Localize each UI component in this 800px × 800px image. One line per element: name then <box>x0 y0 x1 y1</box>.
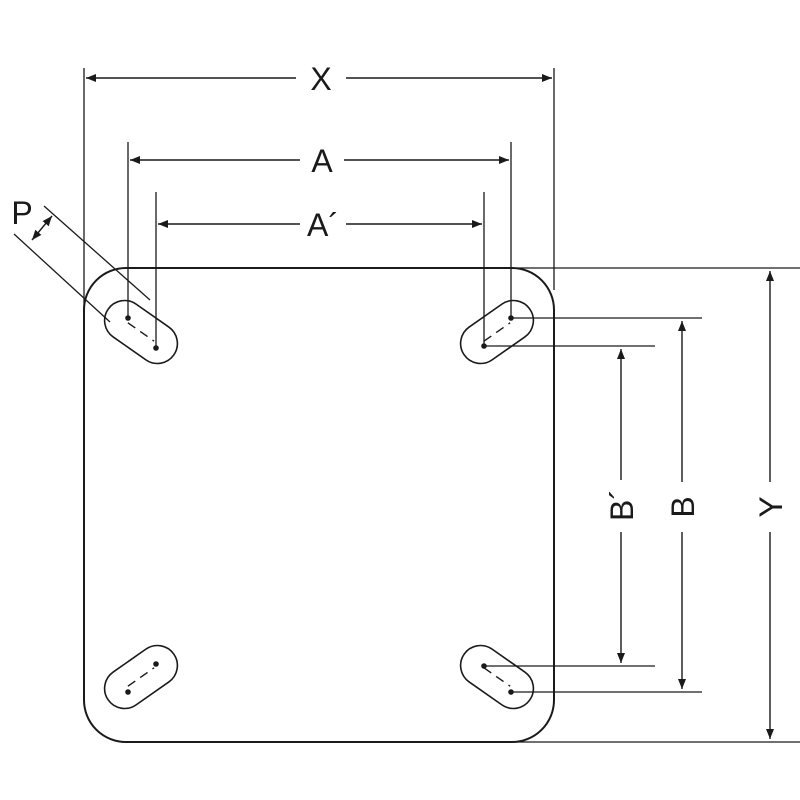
p-dimension-label: P <box>11 195 32 231</box>
slot-center-dot <box>153 661 159 667</box>
b-prime-dimension-label: B´ <box>604 489 640 521</box>
plate-outline <box>83 267 555 743</box>
p-dimension-line <box>31 215 53 241</box>
a-prime-dimension-label: A´ <box>307 207 339 243</box>
slot-top-left <box>95 291 187 373</box>
a-dimension-label: A <box>311 143 333 179</box>
slot-top-right <box>451 291 543 373</box>
x-dimension-label: X <box>310 61 331 97</box>
y-dimension-label: Y <box>753 496 789 517</box>
b-dimension-label: B <box>665 496 701 517</box>
slot-bottom-left <box>95 636 187 718</box>
slot-center-dot <box>153 345 159 351</box>
p-extension-lower <box>13 233 111 323</box>
slot-center-dot <box>125 315 131 321</box>
p-extension-upper <box>43 205 151 301</box>
slot-center-dot <box>125 689 131 695</box>
slot-bottom-right <box>451 636 543 718</box>
